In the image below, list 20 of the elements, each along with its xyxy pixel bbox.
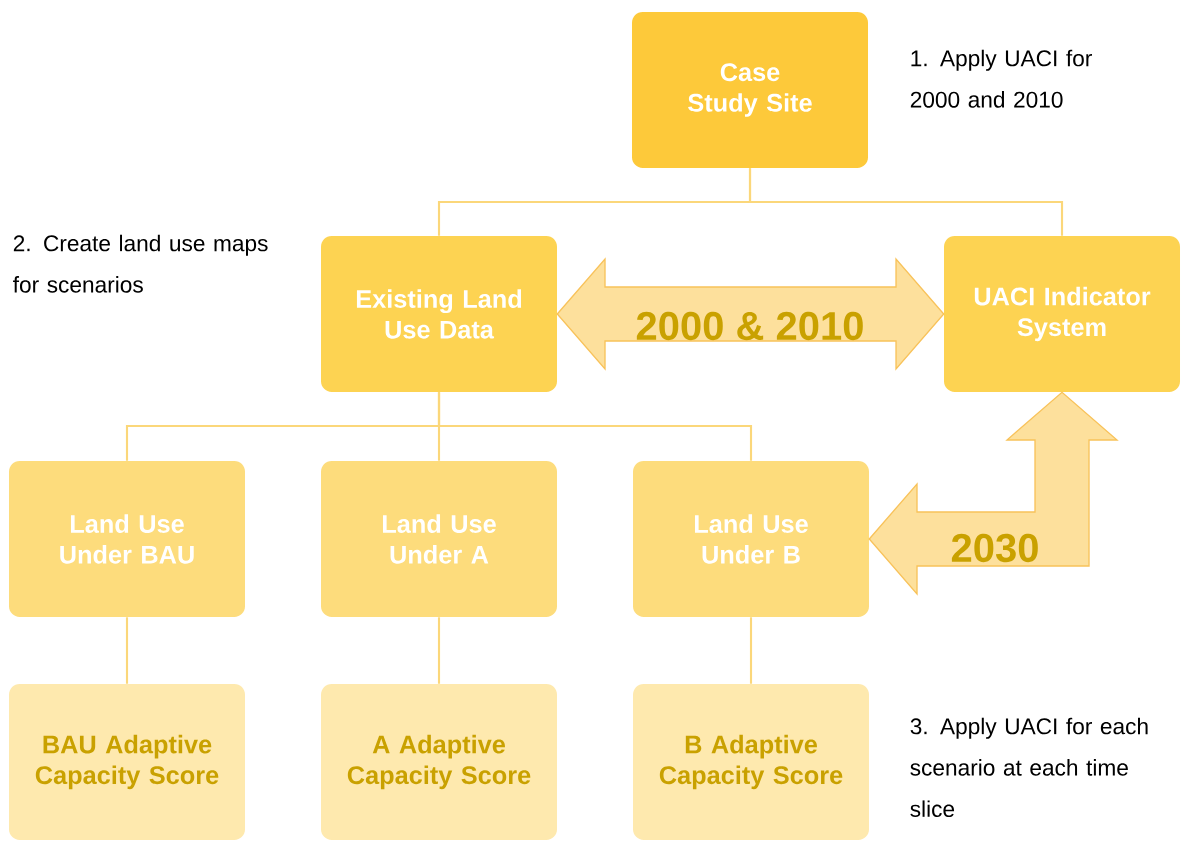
process-box: Land Use Under B — [633, 461, 869, 617]
process-box: A Adaptive Capacity Score — [321, 684, 557, 840]
edge-label: 2000 & 2010 — [636, 311, 863, 341]
process-box: Land Use Under BAU — [9, 461, 245, 617]
connector-line — [749, 617, 753, 684]
process-box: BAU Adaptive Capacity Score — [9, 684, 245, 840]
connector-line — [748, 168, 1064, 236]
connector-line — [437, 392, 753, 461]
note-text: 1. Apply UACI for 2000 and 2010 — [910, 49, 1092, 108]
process-box: Land Use Under A — [321, 461, 557, 617]
edge-label: 2030 — [951, 533, 1038, 563]
note-text: 2. Create land use maps for scenarios — [13, 234, 268, 293]
process-box: Existing Land Use Data — [321, 236, 557, 392]
note-text: 3. Apply UACI for each scenario at each time slice — [910, 717, 1148, 818]
process-box: B Adaptive Capacity Score — [633, 684, 869, 840]
block-arrow — [556, 257, 945, 371]
process-box: Case Study Site — [632, 12, 868, 168]
connector-line — [437, 617, 441, 684]
process-box: UACI Indicator System — [944, 236, 1180, 392]
connector-line — [125, 617, 129, 684]
